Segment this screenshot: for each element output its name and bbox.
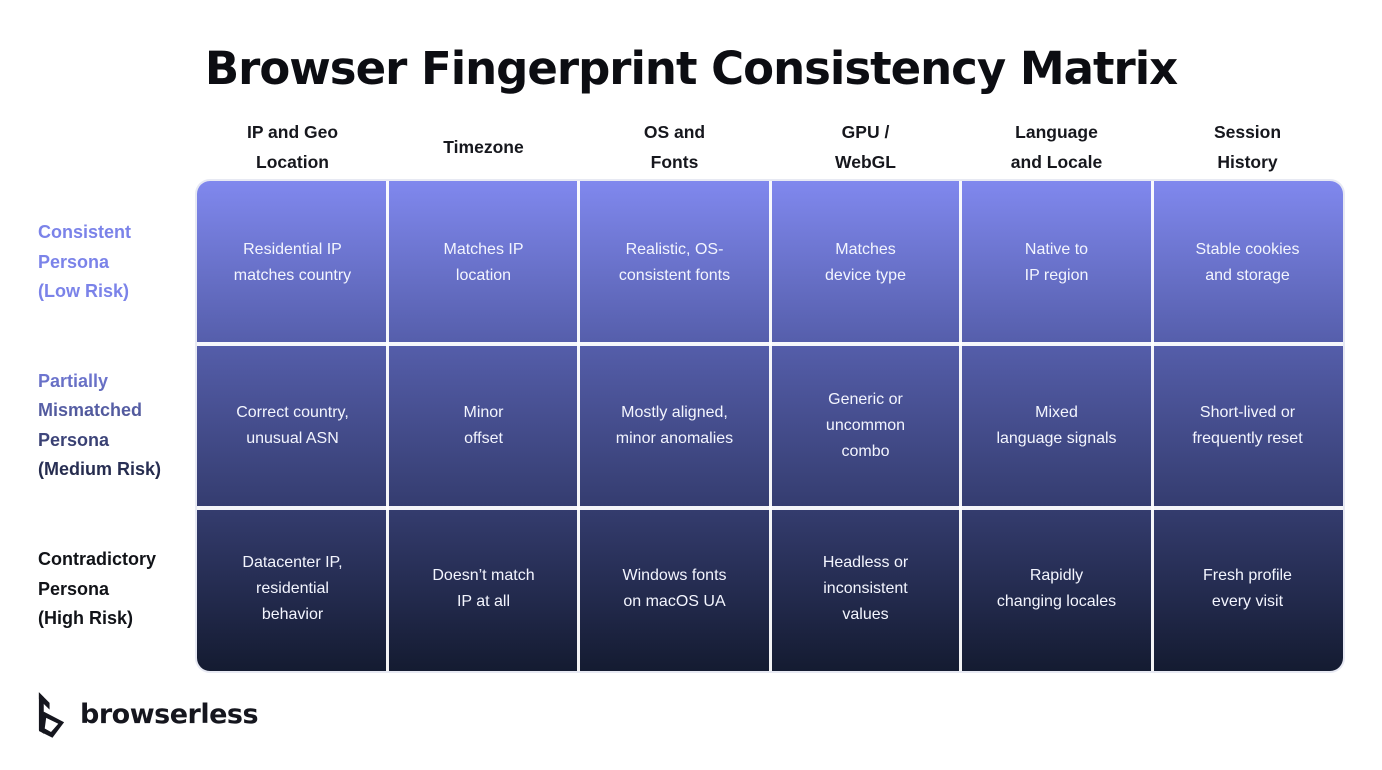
cell-low-gpu-webgl: Matches device type: [825, 240, 906, 284]
browserless-logo: browserless: [36, 690, 259, 738]
row-label-contradictory-persona: Contradictory Persona (High Risk): [38, 549, 157, 629]
column-header-language-locale: Language and Locale: [1010, 122, 1103, 172]
cell-high-timezone: Doesn’t match IP at all: [432, 567, 535, 611]
column-header-ip-geo: IP and Geo Location: [246, 122, 339, 172]
grid-vertical-line: [1150, 181, 1154, 671]
cell-high-language-locale: Rapidly changing locales: [996, 567, 1117, 611]
grid-horizontal-line: [197, 342, 1343, 347]
column-header-session-history: Session History: [1213, 122, 1282, 172]
cell-low-ip-geo: Residential IP matches country: [233, 240, 352, 284]
cell-low-os-fonts: Realistic, OS- consistent fonts: [618, 240, 731, 284]
cell-medium-gpu-webgl: Generic or uncommon combo: [825, 390, 906, 460]
cell-high-session-history: Fresh profile every visit: [1203, 567, 1292, 611]
cell-medium-ip-geo: Correct country, unusual ASN: [236, 403, 349, 447]
grid-vertical-line: [959, 181, 963, 671]
cell-low-session-history: Stable cookies and storage: [1195, 240, 1300, 284]
cell-medium-os-fonts: Mostly aligned, minor anomalies: [615, 403, 734, 447]
column-header-timezone: Timezone: [443, 137, 524, 157]
row-label-consistent-persona: Consistent Persona (Low Risk): [38, 222, 132, 302]
cell-high-gpu-webgl: Headless or inconsistent values: [822, 554, 909, 624]
cell-medium-session-history: Short-lived or frequently reset: [1192, 403, 1303, 447]
row-label-partially-mismatched-persona: Partially Mismatched Persona (Medium Ris…: [38, 344, 194, 507]
page-title: Browser Fingerprint Consistency Matrix: [204, 42, 1178, 95]
browserless-b-icon: [38, 691, 65, 738]
cell-high-os-fonts: Windows fonts on macOS UA: [622, 567, 727, 611]
row-label-column: Consistent Persona (Low Risk) Partially …: [38, 181, 194, 671]
cell-high-ip-geo: Datacenter IP, residential behavior: [242, 554, 343, 624]
cell-medium-language-locale: Mixed language signals: [996, 403, 1117, 447]
cell-low-language-locale: Native to IP region: [1024, 240, 1089, 284]
grid-vertical-line: [768, 181, 772, 671]
browserless-logo-text: browserless: [80, 698, 259, 730]
column-header-gpu-webgl: GPU / WebGL: [835, 122, 896, 172]
matrix-cells: Residential IP matches country Matches I…: [197, 181, 1343, 671]
grid-vertical-line: [577, 181, 581, 671]
grid-vertical-line: [386, 181, 390, 671]
consistency-matrix: Residential IP matches country Matches I…: [197, 181, 1343, 671]
column-header-row: IP and Geo Location Timezone OS and Font…: [197, 114, 1343, 180]
column-header-os-fonts: OS and Fonts: [643, 122, 706, 172]
cell-medium-timezone: Minor offset: [463, 403, 504, 447]
grid-horizontal-line: [197, 505, 1343, 510]
cell-low-timezone: Matches IP location: [443, 240, 524, 284]
